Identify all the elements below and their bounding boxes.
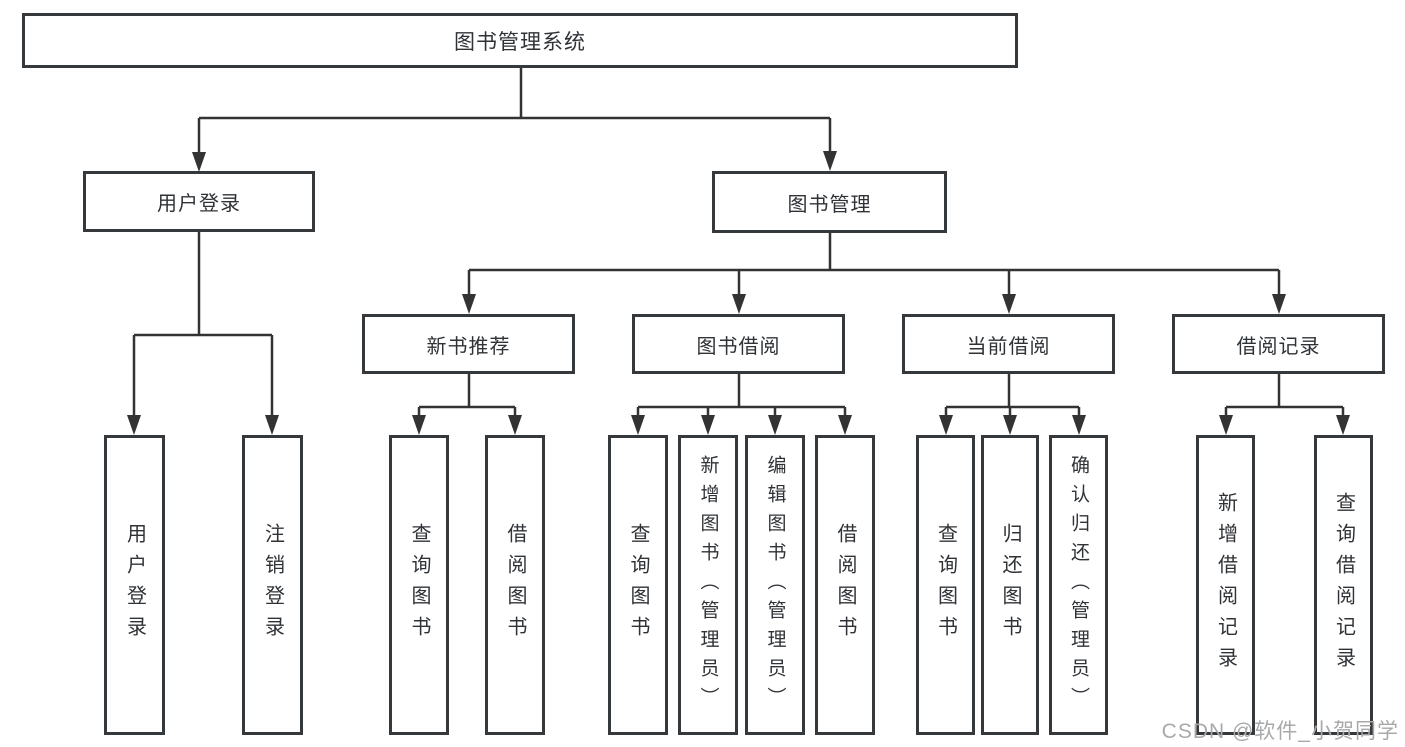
node-label: 归还图书 — [999, 523, 1021, 647]
node-label: 查询图书 — [408, 523, 430, 647]
leaf-borrow-books-1: 借阅图书 — [485, 435, 545, 735]
leaf-add-borrow-record: 新增借阅记录 — [1196, 435, 1255, 735]
node-label: 注销登录 — [261, 523, 284, 647]
node-label: 图书管理 — [787, 193, 872, 216]
leaf-query-books-1: 查询图书 — [389, 435, 449, 735]
node-label: 用户登录 — [157, 193, 241, 215]
node-label: 新增借阅记录 — [1214, 492, 1237, 678]
node-label: 新增图书（管理员） — [697, 454, 719, 716]
csdn-watermark: CSDN @软件_小贺同学 — [1161, 720, 1399, 743]
node-library-system: 图书管理系统 — [22, 13, 1018, 68]
node-book-management: 图书管理 — [712, 171, 947, 233]
node-label: 借阅记录 — [1236, 335, 1321, 358]
leaf-query-borrow-record: 查询借阅记录 — [1314, 435, 1373, 735]
leaf-edit-books-admin: 编辑图书（管理员） — [745, 435, 805, 735]
leaf-logout: 注销登录 — [242, 435, 303, 735]
node-label: 编辑图书（管理员） — [764, 454, 786, 716]
node-borrow-records: 借阅记录 — [1172, 314, 1385, 374]
node-user-login: 用户登录 — [83, 171, 315, 232]
leaf-query-books-3: 查询图书 — [916, 435, 975, 735]
node-label: 图书管理系统 — [454, 30, 586, 54]
node-label: 查询借阅记录 — [1332, 492, 1355, 678]
node-label: 查询图书 — [934, 523, 957, 647]
node-label: 确认归还（管理员） — [1068, 454, 1089, 716]
leaf-add-books-admin: 新增图书（管理员） — [678, 435, 738, 735]
node-label: 借阅图书 — [834, 523, 856, 647]
leaf-confirm-return-admin: 确认归还（管理员） — [1049, 435, 1108, 735]
leaf-borrow-books-2: 借阅图书 — [815, 435, 875, 735]
node-label: 查询图书 — [627, 523, 649, 647]
node-book-borrowing: 图书借阅 — [632, 314, 845, 374]
node-label: 新书推荐 — [426, 335, 511, 358]
node-new-book-recommend: 新书推荐 — [362, 314, 575, 374]
node-label: 借阅图书 — [504, 523, 526, 647]
node-current-borrowing: 当前借阅 — [902, 314, 1115, 374]
node-label: 当前借阅 — [966, 335, 1051, 358]
node-label: 用户登录 — [123, 523, 146, 647]
leaf-return-books: 归还图书 — [981, 435, 1039, 735]
leaf-user-login: 用户登录 — [104, 435, 165, 735]
leaf-query-books-2: 查询图书 — [608, 435, 668, 735]
node-label: 图书借阅 — [696, 335, 781, 358]
